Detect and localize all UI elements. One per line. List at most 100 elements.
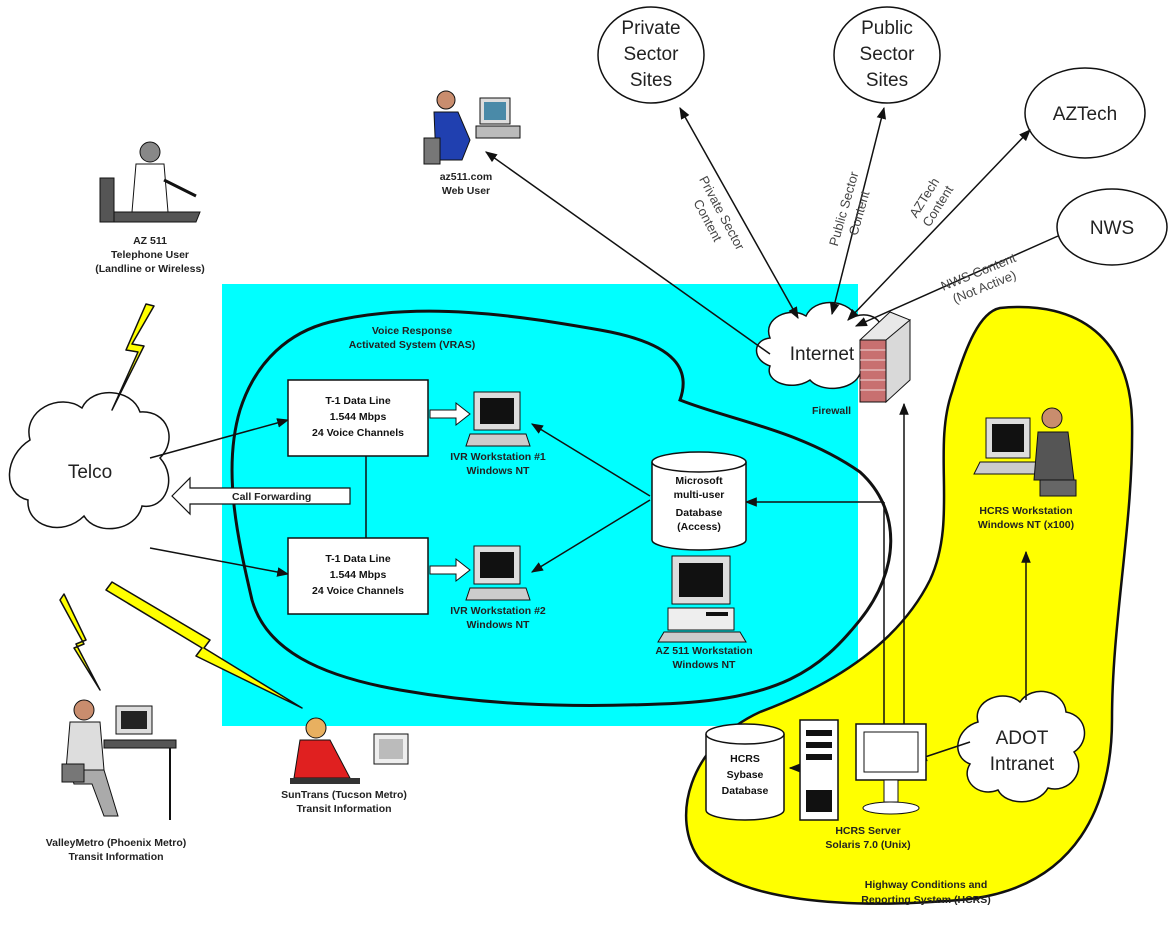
svg-text:24 Voice Channels: 24 Voice Channels — [312, 585, 404, 597]
internet-label: Internet — [790, 344, 855, 365]
telephone-user-icon — [99, 141, 201, 223]
call-forwarding-arrow: Call Forwarding — [171, 476, 351, 516]
private-sector-line1: Private — [621, 18, 680, 39]
svg-text:Telephone User: Telephone User — [111, 249, 189, 261]
nws-label: NWS — [1090, 218, 1134, 239]
public-sector-line2: Sector — [860, 44, 916, 65]
valleymetro-user-icon — [61, 699, 177, 820]
svg-text:IVR Workstation #1: IVR Workstation #1 — [450, 451, 546, 463]
lightning-bolts — [59, 303, 303, 709]
svg-text:Activated System (VRAS): Activated System (VRAS) — [349, 339, 476, 351]
ivr-workstation-1-icon — [465, 391, 531, 447]
svg-text:Web User: Web User — [442, 185, 490, 197]
svg-text:(Landline or Wireless): (Landline or Wireless) — [95, 263, 205, 275]
svg-text:Windows NT: Windows NT — [673, 659, 736, 671]
svg-text:Solaris 7.0 (Unix): Solaris 7.0 (Unix) — [825, 839, 910, 851]
az511-workstation-icon — [657, 555, 747, 643]
vras-title: Voice Response Activated System (VRAS) — [349, 325, 476, 351]
svg-text:Windows NT (x100): Windows NT (x100) — [978, 519, 1074, 531]
arrow-telco-t1b — [149, 547, 290, 577]
t1-data-line-1: T-1 Data Line 1.544 Mbps 24 Voice Channe… — [287, 379, 429, 457]
person-body — [293, 739, 351, 779]
svg-text:(Access): (Access) — [677, 521, 721, 533]
svg-text:1.544 Mbps: 1.544 Mbps — [330, 569, 387, 581]
arrow-t1b-ivr2 — [429, 557, 471, 583]
lightning-bolt-valleymetro — [59, 593, 101, 691]
svg-text:IVR Workstation #2: IVR Workstation #2 — [450, 605, 546, 617]
az511-workstation-label: AZ 511 Workstation Windows NT — [655, 645, 752, 671]
adot-line1: ADOT — [996, 728, 1049, 749]
suntrans-label: SunTrans (Tucson Metro) Transit Informat… — [281, 789, 407, 815]
access-database-icon: Microsoft multi-user Database (Access) — [651, 451, 747, 551]
vras-boundary — [230, 309, 893, 707]
svg-text:Database: Database — [722, 785, 769, 797]
private-content-label: Private Sector Content — [691, 173, 749, 253]
firewall-label: Firewall — [812, 405, 851, 417]
private-sector-line2: Sector — [624, 44, 680, 65]
arrow-nws-internet — [854, 235, 1059, 327]
public-sector-line1: Public — [861, 18, 913, 39]
svg-text:Sybase: Sybase — [727, 769, 764, 781]
svg-text:Highway Conditions and: Highway Conditions and — [865, 879, 988, 891]
svg-text:HCRS Workstation: HCRS Workstation — [979, 505, 1072, 517]
svg-text:T-1 Data Line: T-1 Data Line — [325, 553, 391, 565]
ivr-workstation-2-icon — [465, 545, 531, 601]
public-sector-line3: Sites — [866, 70, 908, 91]
ivr-workstation-2-label: IVR Workstation #2 Windows NT — [450, 605, 546, 631]
t1-data-line-2: T-1 Data Line 1.544 Mbps 24 Voice Channe… — [287, 537, 429, 615]
aztech-node: AZTech — [1024, 67, 1146, 159]
svg-text:Voice Response: Voice Response — [372, 325, 452, 337]
svg-text:Reporting System (HCRS): Reporting System (HCRS) — [861, 894, 991, 906]
arrow-internet-webuser — [485, 151, 771, 355]
svg-text:ValleyMetro (Phoenix Metro): ValleyMetro (Phoenix Metro) — [46, 837, 187, 849]
arrow-db-ivr1 — [530, 423, 651, 497]
svg-text:az511.com: az511.com — [440, 171, 493, 183]
svg-text:Windows NT: Windows NT — [467, 619, 530, 631]
suntrans-user-icon — [290, 717, 409, 784]
ivr-workstation-1-label: IVR Workstation #1 Windows NT — [450, 451, 546, 477]
person-body — [131, 163, 169, 213]
svg-text:HCRS Server: HCRS Server — [835, 825, 900, 837]
svg-text:multi-user: multi-user — [674, 489, 725, 501]
lightning-bolt-suntrans — [105, 581, 303, 709]
person-body — [1033, 431, 1075, 481]
arrow-private-internet — [679, 106, 799, 320]
private-sector-sites-node: Private Sector Sites — [597, 6, 705, 104]
svg-text:Microsoft: Microsoft — [675, 475, 723, 487]
hcrs-sybase-database-icon: HCRS Sybase Database — [705, 723, 785, 821]
person-head — [139, 141, 161, 163]
arrow-aztech-internet — [847, 129, 1031, 321]
telephone-user-label: AZ 511 Telephone User (Landline or Wirel… — [95, 235, 205, 275]
hcrs-title: Highway Conditions and Reporting System … — [861, 879, 991, 906]
hcrs-server-label: HCRS Server Solaris 7.0 (Unix) — [825, 825, 910, 851]
arrow-db-ivr2 — [530, 499, 651, 573]
hcrs-workstation-label: HCRS Workstation Windows NT (x100) — [978, 505, 1074, 531]
web-user-label: az511.com Web User — [440, 171, 493, 197]
person-head — [305, 717, 327, 739]
telco-cloud: Telco — [8, 392, 170, 530]
adot-line2: Intranet — [990, 754, 1055, 775]
aztech-content-label: AZTech Content — [906, 175, 956, 229]
svg-text:Transit Information: Transit Information — [68, 851, 163, 863]
person-body — [65, 721, 105, 771]
hcrs-workstation-icon — [973, 407, 1077, 497]
svg-text:24 Voice Channels: 24 Voice Channels — [312, 427, 404, 439]
arrow-telco-t1a — [149, 418, 290, 459]
connection-arrows — [149, 106, 1059, 773]
svg-text:1.544 Mbps: 1.544 Mbps — [330, 411, 387, 423]
person-head — [73, 699, 95, 721]
hcrs-server-icon — [799, 719, 927, 821]
aztech-label: AZTech — [1053, 104, 1117, 125]
svg-text:SunTrans (Tucson Metro): SunTrans (Tucson Metro) — [281, 789, 407, 801]
svg-text:AZ 511: AZ 511 — [133, 235, 167, 247]
lightning-bolt-telephone — [111, 303, 155, 411]
call-forwarding-label: Call Forwarding — [232, 491, 311, 503]
person-head — [436, 90, 456, 110]
firewall-icon: Firewall — [812, 311, 911, 417]
telco-label: Telco — [68, 462, 112, 483]
adot-intranet-cloud: ADOT Intranet — [957, 690, 1086, 803]
svg-text:Database: Database — [676, 507, 723, 519]
svg-text:T-1 Data Line: T-1 Data Line — [325, 395, 391, 407]
svg-text:HCRS: HCRS — [730, 753, 760, 765]
